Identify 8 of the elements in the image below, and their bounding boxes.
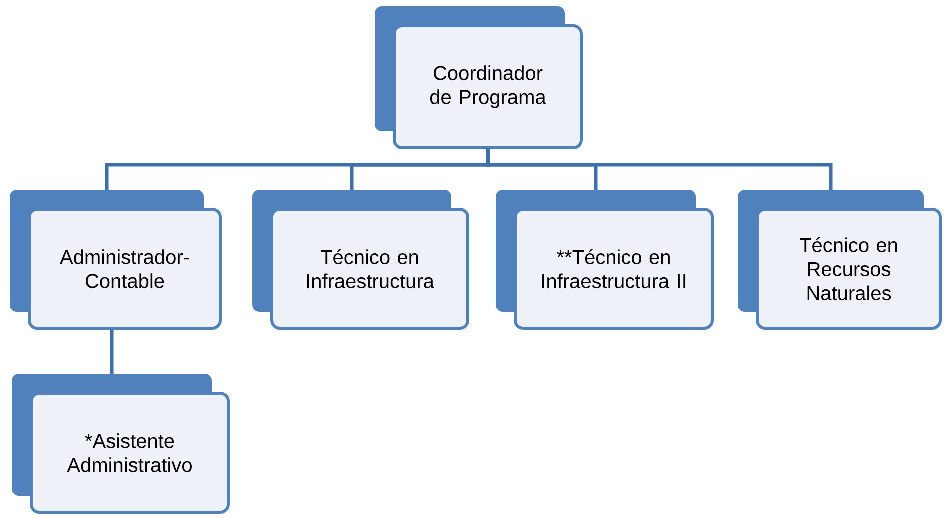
org-box: **Técnico en Infraestructura II [496, 190, 714, 330]
org-box: Coordinador de Programa [375, 6, 583, 150]
org-box: Técnico en Infraestructura [252, 190, 470, 330]
org-box: Técnico en Recursos Naturales [738, 190, 942, 330]
connector-line [110, 330, 114, 374]
org-box: *Asistente Administrativo [12, 374, 230, 514]
org-box: Administrador-Contable [10, 190, 222, 330]
connector-line [486, 150, 833, 190]
